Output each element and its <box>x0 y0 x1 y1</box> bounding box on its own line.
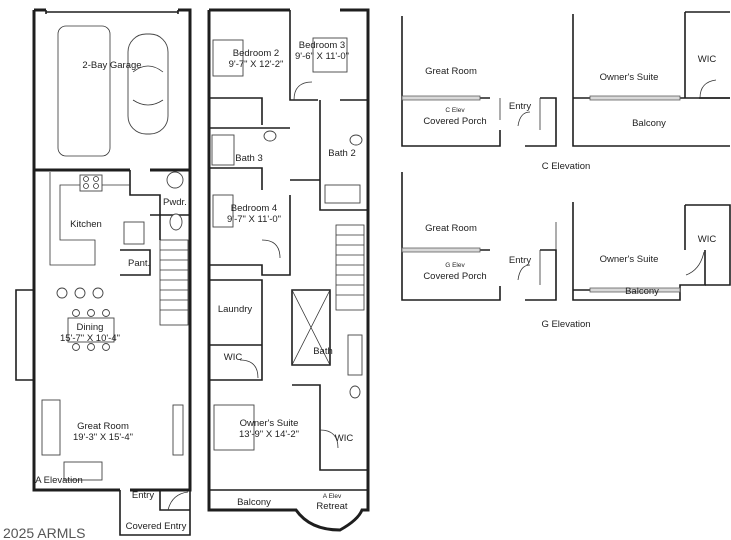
bath3-label: Bath 3 <box>235 153 262 164</box>
garage-label: 2-Bay Garage <box>82 60 141 71</box>
c-entry-label: Entry <box>509 101 531 112</box>
g-elev-note: G Elev <box>445 262 465 269</box>
toilet-icon <box>349 385 361 399</box>
bed-icon <box>212 39 244 77</box>
great-room-label: Great Room <box>77 421 129 432</box>
c-balcony-label: Balcony <box>632 118 666 129</box>
laundry-label: Laundry <box>218 304 253 315</box>
c-elev-note: C Elev <box>445 107 465 114</box>
stairs-icon <box>159 239 189 326</box>
g-entry-label: Entry <box>509 255 531 266</box>
bedroom3-label: Bedroom 3 <box>299 40 345 51</box>
a-elevation-label: A Elevation <box>35 475 83 486</box>
g-wic-label: WIC <box>698 234 717 245</box>
first-floor-plan <box>15 8 192 536</box>
car-icon <box>127 33 169 135</box>
covered-entry-label: Covered Entry <box>126 521 187 532</box>
wic2-label: WIC <box>335 433 354 444</box>
bay-window <box>15 289 34 381</box>
second-floor-plan <box>207 8 370 532</box>
toilet-icon <box>349 134 363 146</box>
powder-label: Pwdr. <box>163 197 187 208</box>
bedroom2-label: Bedroom 2 <box>233 48 279 59</box>
owners-suite-label: Owner's Suite <box>240 418 299 429</box>
bedroom4-label: Bedroom 4 <box>231 203 277 214</box>
c-great-room-label: Great Room <box>425 66 477 77</box>
bed-icon <box>212 194 234 228</box>
bathtub-icon <box>324 184 361 204</box>
bathtub-icon <box>211 134 235 166</box>
c-owners-suite-label: Owner's Suite <box>600 72 659 83</box>
bath2-label: Bath 2 <box>328 148 355 159</box>
sofa-icon <box>41 399 61 456</box>
refrigerator-icon <box>123 221 145 245</box>
retreat-label: Retreat <box>316 501 348 512</box>
a-elev-label: A Elev <box>323 493 342 500</box>
bath-label: Bath <box>313 346 333 357</box>
great-room-size: 19'-3" X 15'-4" <box>73 432 133 443</box>
bed-icon <box>213 404 255 451</box>
g-covered-label: Covered Porch <box>423 271 486 282</box>
garage-parking-outline <box>57 25 111 157</box>
c-covered-label: Covered Porch <box>423 116 486 127</box>
vanity-icon <box>347 334 363 376</box>
stairs-icon <box>335 224 365 311</box>
c-elevation-plan <box>401 11 730 147</box>
kitchen-label: Kitchen <box>70 219 102 230</box>
bedroom2-size: 9'-7" X 12'-2" <box>229 59 284 70</box>
dining-table-icon <box>67 309 115 351</box>
g-great-room-label: Great Room <box>425 223 477 234</box>
dining-size: 15'-7" X 10'-4" <box>60 333 120 344</box>
toilet-icon <box>263 130 277 142</box>
sofa-icon <box>63 461 103 481</box>
bedroom4-size: 9'-7" X 11'-0" <box>227 214 281 225</box>
tv-console-icon <box>172 404 184 456</box>
armls-watermark: 2025 ARMLS <box>3 525 86 540</box>
entry-label: Entry <box>132 490 154 501</box>
cooktop-icon <box>79 174 103 192</box>
g-elevation-plan <box>401 172 731 301</box>
balcony-label: Balcony <box>237 497 271 508</box>
toilet-icon <box>169 213 183 231</box>
bedroom3-size: 9'-6" X 11'-0" <box>295 51 349 62</box>
g-owners-suite-label: Owner's Suite <box>600 254 659 265</box>
owners-suite-size: 13'-9" X 14'-2" <box>239 429 299 440</box>
g-elevation-caption: G Elevation <box>541 319 590 330</box>
sink-icon <box>166 171 184 189</box>
c-elevation-caption: C Elevation <box>542 161 591 172</box>
g-balcony-label: Balcony <box>625 286 659 297</box>
c-wic-label: WIC <box>698 54 717 65</box>
wic-label: WIC <box>224 352 243 363</box>
bed-icon <box>312 37 348 73</box>
dining-label: Dining <box>77 322 104 333</box>
pantry-label: Pant. <box>128 258 150 269</box>
